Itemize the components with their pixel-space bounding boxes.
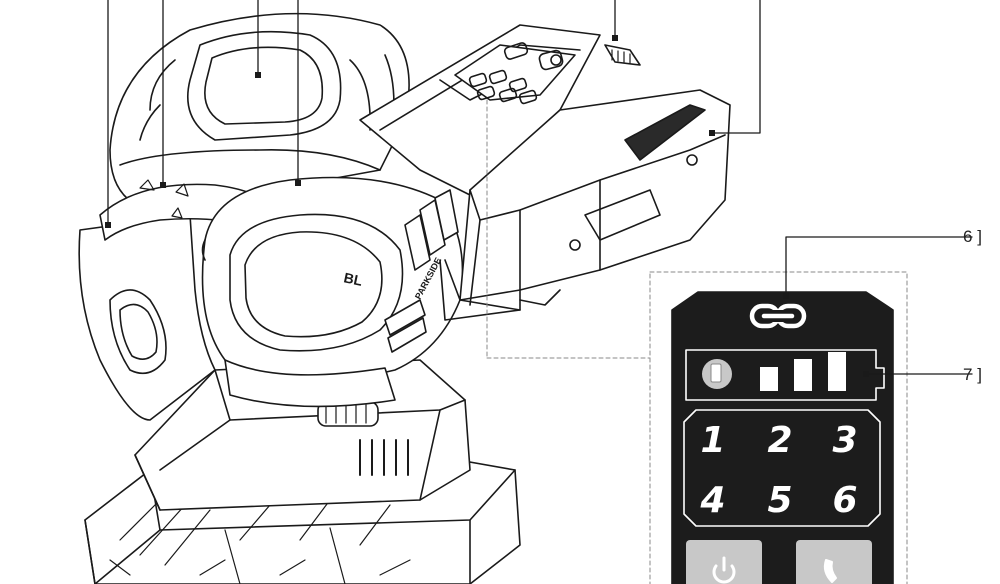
callout-7-number: 7 — [963, 365, 973, 384]
mode-2: 2 — [767, 420, 792, 461]
mode-pad: 1 2 3 4 5 6 — [683, 409, 881, 527]
handle — [359, 24, 641, 196]
motor-housing — [109, 12, 410, 211]
callout-7: 7 ] — [963, 365, 982, 384]
lower-vents — [317, 401, 409, 476]
side-marking: BL — [342, 269, 364, 289]
battery-bar-1 — [760, 367, 778, 391]
callout-6-number: 6 — [963, 227, 973, 246]
handle-controls — [454, 42, 576, 105]
mode-3: 3 — [832, 420, 857, 461]
phone-button — [796, 540, 872, 584]
phone-icon — [823, 559, 837, 583]
grip-ribs — [384, 189, 459, 353]
callout-6: 6 ] — [963, 227, 982, 246]
callout-lines — [783, 236, 973, 377]
power-icon — [712, 556, 736, 584]
battery-vent — [624, 104, 706, 161]
battery-pack — [439, 89, 731, 321]
battery-level-indicator — [685, 349, 885, 401]
battery-bar-2 — [794, 359, 812, 391]
mode-5: 5 — [767, 480, 792, 521]
power-button — [686, 540, 762, 584]
mode-1: 1 — [700, 420, 725, 461]
zoom-guides — [486, 99, 908, 584]
mode-4: 4 — [699, 480, 725, 521]
leader-lines — [105, 0, 761, 228]
mode-6: 6 — [832, 480, 857, 521]
battery-bar-3 — [828, 352, 846, 391]
control-panel: 1 2 3 4 5 6 — [671, 291, 894, 584]
dust-tube — [78, 214, 216, 421]
